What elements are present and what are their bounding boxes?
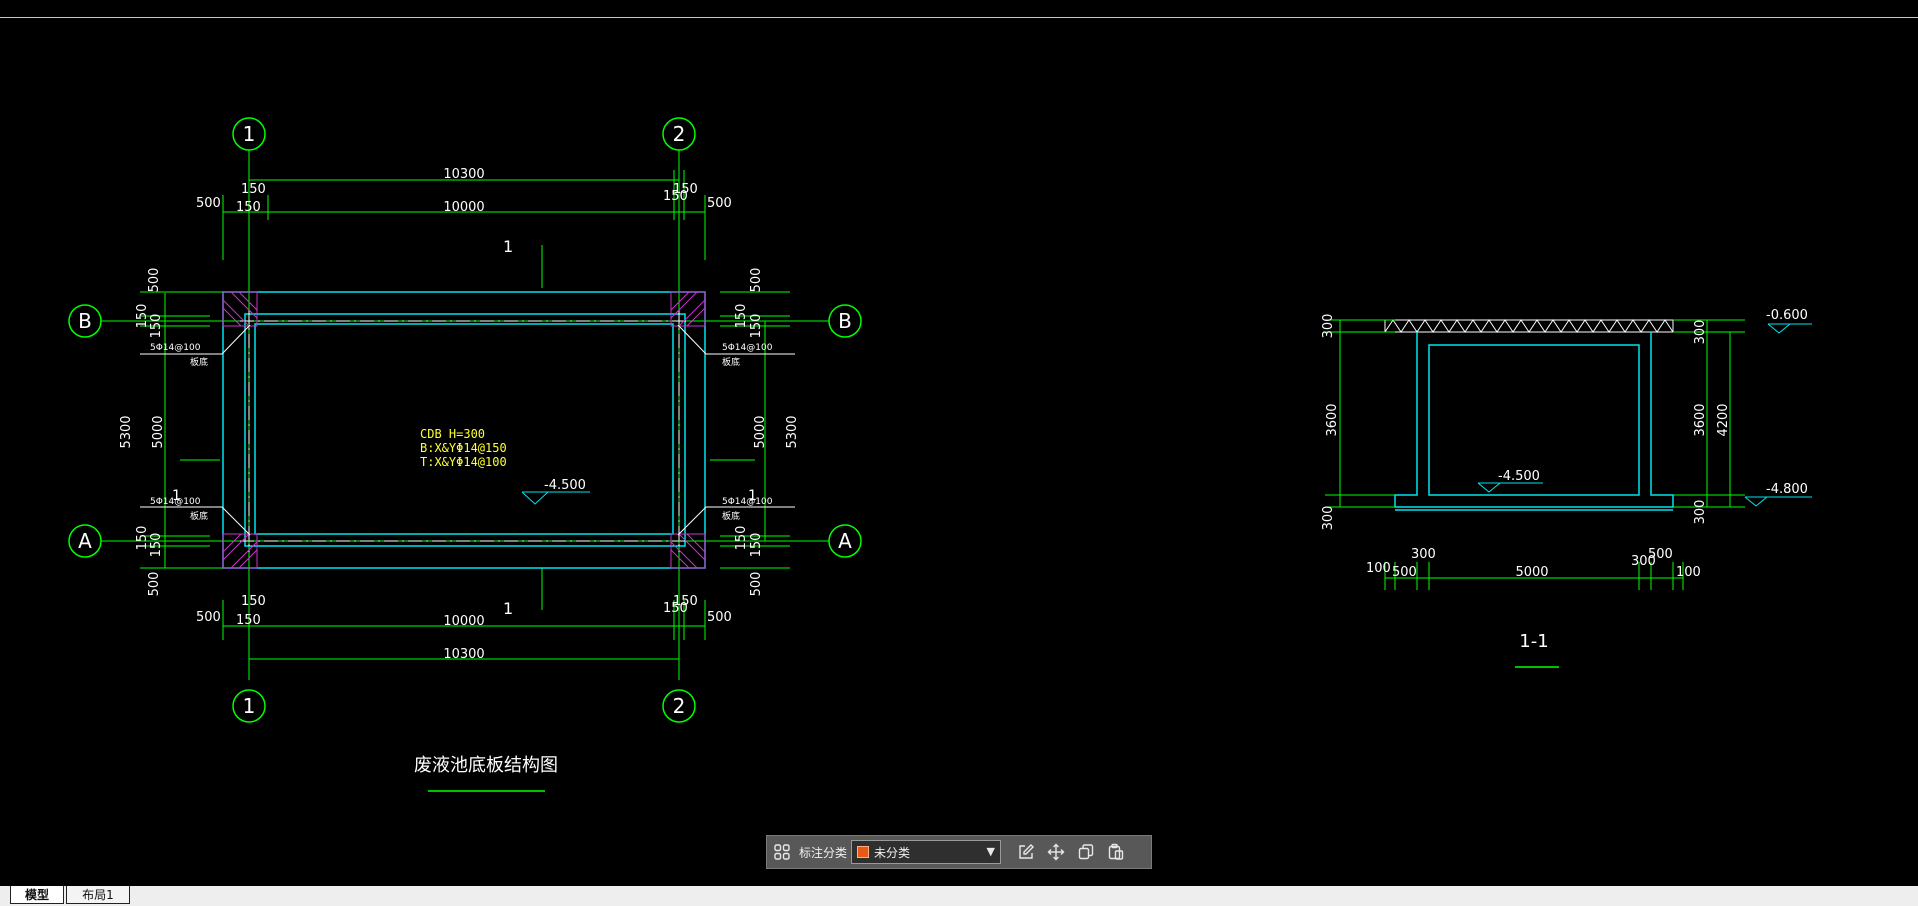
dim-top-150-r1: 150 <box>673 182 698 197</box>
rebar-label-bottom-right: 5Φ14@100 <box>722 497 773 507</box>
dim-left-150-a: 150 <box>135 304 150 329</box>
section-elev-symbol-top <box>1767 323 1792 334</box>
edit-icon[interactable] <box>1011 837 1041 867</box>
dim-left-5300: 5300 <box>119 415 134 448</box>
section-elev-bottom: -4.800 <box>1766 482 1808 497</box>
dim-top-500-left: 500 <box>196 196 221 211</box>
annotation-category-dropdown[interactable]: 未分类 ▼ <box>851 840 1002 864</box>
section-dim-300-left: 300 <box>1411 547 1436 562</box>
dim-bottom-150-l2: 150 <box>236 613 261 628</box>
category-dropdown-value: 未分类 <box>874 845 911 860</box>
dim-bottom-150-r2: 150 <box>663 601 688 616</box>
paste-icon[interactable] <box>1101 837 1131 867</box>
dim-top-10300: 10300 <box>443 167 484 182</box>
dim-bottom-500-right: 500 <box>707 610 732 625</box>
rebar-sub-top-left: 板底 <box>190 356 208 368</box>
layout-tab-bar: 模型 布局1 <box>0 886 1918 906</box>
section-dim-500-left: 500 <box>1392 565 1417 580</box>
dim-top-150-r2: 150 <box>663 189 688 204</box>
section-dim-right-3600: 3600 <box>1693 403 1708 436</box>
axis-label-a-right: A <box>838 529 852 553</box>
move-icon[interactable] <box>1041 837 1071 867</box>
dim-left-500-bottom: 500 <box>147 572 162 597</box>
dim-right-500-bottom: 500 <box>749 572 764 597</box>
section-mark-top: 1 <box>503 237 513 256</box>
dim-top-500-right: 500 <box>707 196 732 211</box>
section-dim-5000: 5000 <box>1515 565 1548 580</box>
section-elev-symbol-inner <box>1477 482 1502 493</box>
rebar-label-bottom-left: 5Φ14@100 <box>150 497 201 507</box>
section-elev-top: -0.600 <box>1766 308 1808 323</box>
dim-right-150-a: 150 <box>734 304 749 329</box>
dim-bottom-150-l1: 150 <box>241 594 266 609</box>
dim-top-150-l1: 150 <box>241 182 266 197</box>
section-dim-left-300-top: 300 <box>1321 314 1336 339</box>
dim-right-5300: 5300 <box>785 415 800 448</box>
rebar-sub-bottom-right: 板底 <box>722 510 740 522</box>
canvas-top-border <box>0 17 1918 18</box>
rebar-sub-bottom-left: 板底 <box>190 510 208 522</box>
dim-right-150-c: 150 <box>734 526 749 551</box>
dim-bottom-10000: 10000 <box>443 614 484 629</box>
section-dim-300-right: 300 <box>1631 554 1656 569</box>
grid-icon[interactable] <box>767 837 797 867</box>
dim-left-500-top: 500 <box>147 268 162 293</box>
section-mark-bottom: 1 <box>503 599 513 618</box>
dim-left-150-d: 150 <box>149 533 164 558</box>
axis-label-b-right: B <box>838 309 852 333</box>
dim-top-150-l2: 150 <box>236 200 261 215</box>
dim-bottom-150-r1: 150 <box>673 594 698 609</box>
dim-left-150-b: 150 <box>149 314 164 339</box>
copy-icon[interactable] <box>1071 837 1101 867</box>
plan-view: 1 2 1 2 B B A A <box>68 117 862 792</box>
plan-title: 废液池底板结构图 <box>414 755 558 776</box>
section-dim-left-3600: 3600 <box>1325 403 1340 436</box>
axis-label-2-bottom: 2 <box>673 694 686 718</box>
dim-right-5000: 5000 <box>753 415 768 448</box>
dim-right-150-d: 150 <box>749 533 764 558</box>
plan-elevation-label: -4.500 <box>544 478 586 493</box>
rebar-sub-top-right: 板底 <box>722 356 740 368</box>
section-dim-500-right: 500 <box>1648 547 1673 562</box>
section-dim-right-300-bottom: 300 <box>1693 500 1708 525</box>
section-mark-right: 1 <box>748 488 757 504</box>
section-mark-left: 1 <box>172 488 181 504</box>
dim-left-150-c: 150 <box>135 526 150 551</box>
dim-top-10000: 10000 <box>443 200 484 215</box>
rebar-label-top-left: 5Φ14@100 <box>150 343 201 353</box>
slab-note-line-1: CDB H=300 <box>420 427 485 441</box>
annotation-category-label: 标注分类 <box>799 845 848 860</box>
category-color-swatch <box>857 846 870 858</box>
axis-label-2-top: 2 <box>673 122 686 146</box>
section-dim-right-4200: 4200 <box>1716 403 1731 436</box>
section-title: 1-1 <box>1519 631 1548 652</box>
axis-label-1-top: 1 <box>243 122 256 146</box>
dim-bottom-500-left: 500 <box>196 610 221 625</box>
drawing-canvas[interactable]: 1 2 1 2 B B A A <box>0 0 1918 886</box>
slab-note-line-2: B:X&YΦ14@150 <box>420 441 507 455</box>
axis-label-a-left: A <box>78 529 92 553</box>
section-dim-left-300-bottom: 300 <box>1321 506 1336 531</box>
elevation-symbol <box>521 491 550 505</box>
section-dim-right-300-top: 300 <box>1693 320 1708 345</box>
rebar-label-top-right: 5Φ14@100 <box>722 343 773 353</box>
dim-right-150-b: 150 <box>749 314 764 339</box>
section-elev-symbol-bottom <box>1744 496 1769 507</box>
tab-model[interactable]: 模型 <box>10 886 64 904</box>
section-view: 300 3600 300 300 3600 4200 300 100 500 3… <box>1321 308 1812 668</box>
section-elev-inner: -4.500 <box>1498 469 1540 484</box>
dim-left-5000: 5000 <box>151 415 166 448</box>
axis-label-b-left: B <box>78 309 92 333</box>
annotation-toolbar: 标注分类 未分类 ▼ <box>766 835 1152 869</box>
axis-label-1-bottom: 1 <box>243 694 256 718</box>
tab-layout-1[interactable]: 布局1 <box>66 886 130 904</box>
dim-right-500-top: 500 <box>749 268 764 293</box>
dim-bottom-10300: 10300 <box>443 647 484 662</box>
chevron-down-icon: ▼ <box>986 845 996 858</box>
slab-note-line-3: T:X&YΦ14@100 <box>420 455 507 469</box>
section-dim-100-right: 100 <box>1676 565 1701 580</box>
section-dim-100-left: 100 <box>1366 561 1391 576</box>
